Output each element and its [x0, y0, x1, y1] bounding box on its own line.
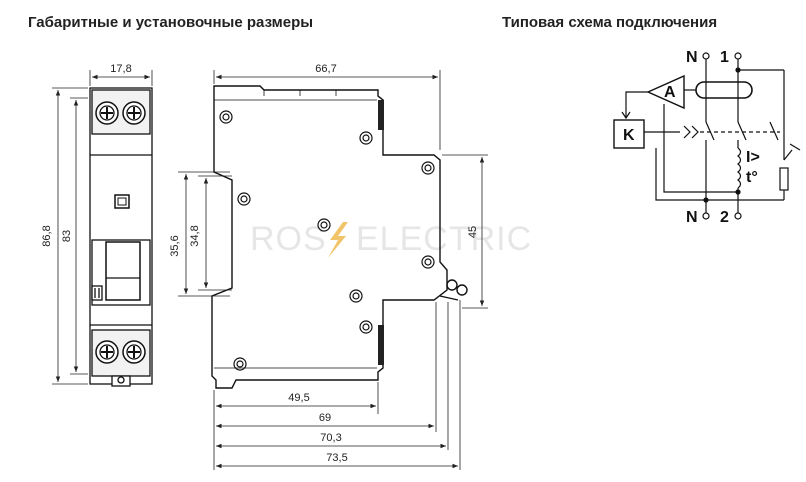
- dimensions-title: Габаритные и установочные размеры: [28, 14, 314, 31]
- side-view: [211, 85, 468, 389]
- rail-height-label: 35,6: [169, 235, 181, 256]
- relay-label: K: [623, 127, 635, 144]
- toggle-lever: [105, 241, 141, 301]
- watermark-bolt-icon: [328, 222, 348, 258]
- wiring-schematic: [613, 52, 801, 220]
- side-dimensions: [178, 70, 488, 470]
- watermark-text-2: ELECTRIC: [356, 220, 532, 258]
- top-screw-right-icon: [122, 101, 146, 125]
- side-body: [211, 85, 448, 389]
- amplifier-block: [646, 74, 685, 110]
- terminal-2-icon: [734, 212, 742, 220]
- front-inner-height-label: 83: [61, 230, 73, 242]
- depth-3-label: 70,3: [320, 432, 341, 444]
- current-transformer: [695, 81, 753, 99]
- top-screw-left-icon: [95, 101, 119, 125]
- front-total-height-label: 86,8: [41, 225, 53, 246]
- terminal-2-label: 2: [720, 209, 729, 226]
- terminal-1-icon: [734, 52, 742, 60]
- depth-2-label: 69: [319, 412, 331, 424]
- terminal-n-top-icon: [702, 52, 710, 60]
- overcurrent-label: I>: [746, 149, 760, 166]
- front-dimensions: [52, 70, 153, 385]
- front-view: [89, 87, 153, 387]
- trip-coil-icon: [737, 147, 742, 189]
- rail-inner-label: 34,8: [189, 225, 201, 246]
- front-width-label: 17,8: [110, 63, 131, 75]
- relay-block: [613, 119, 645, 149]
- thermal-label: t°: [746, 169, 758, 186]
- lever-frame: [91, 239, 151, 306]
- terminal-1-label: 1: [720, 49, 729, 66]
- watermark: ROS ELECTRIC: [250, 220, 532, 258]
- bottom-screw-right-icon: [122, 340, 146, 364]
- indicator-window: [114, 194, 130, 209]
- watermark-text-1: ROS: [250, 220, 327, 258]
- terminal-n-top-label: N: [686, 49, 698, 66]
- terminal-n-bottom-label: N: [686, 209, 698, 226]
- side-top-width-label: 66,7: [315, 63, 336, 75]
- wiring-title: Типовая схема подключения: [502, 14, 718, 31]
- test-resistor: [779, 167, 789, 191]
- bottom-screw-left-icon: [95, 340, 119, 364]
- terminal-n-bottom-icon: [702, 212, 710, 220]
- amplifier-label: A: [664, 84, 676, 101]
- depth-4-label: 73,5: [326, 452, 347, 464]
- right-height-label: 45: [467, 226, 479, 238]
- depth-1-label: 49,5: [288, 392, 309, 404]
